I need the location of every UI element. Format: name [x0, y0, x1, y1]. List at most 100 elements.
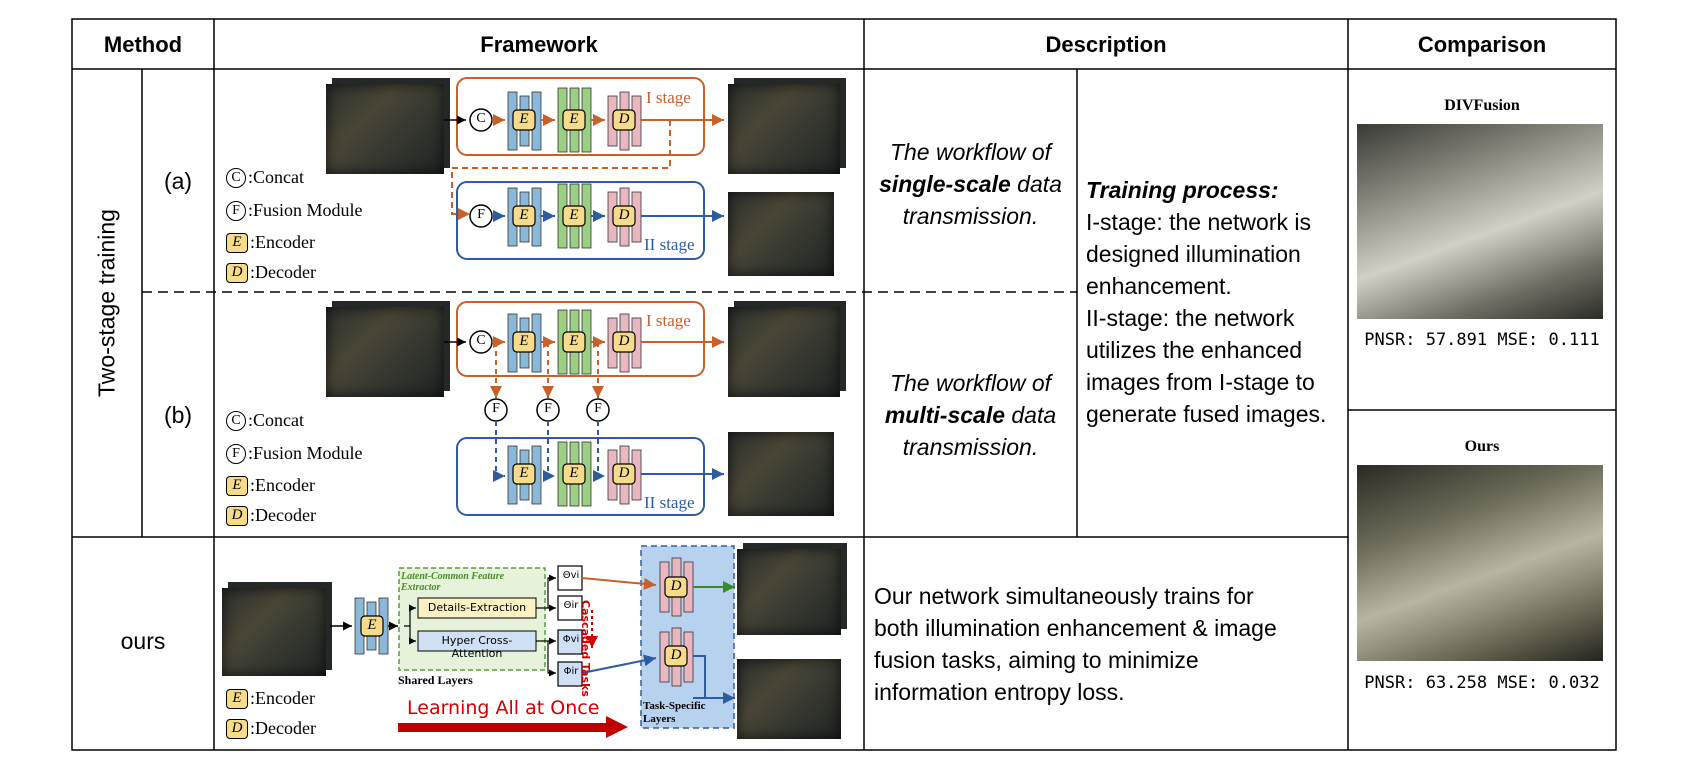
- stage2-box: [456, 437, 705, 516]
- middle-encoder-block: [562, 109, 586, 131]
- description-b-line1: The workflow of: [889, 370, 1052, 396]
- ours-line: both illumination enhancement & image: [874, 615, 1277, 641]
- description-a-line2: single-scale data: [864, 168, 1077, 200]
- header-method: Method: [103, 32, 183, 57]
- ours-line: information entropy loss.: [874, 679, 1125, 705]
- enc-label: E: [569, 111, 579, 127]
- description-a-line1: The workflow of: [889, 139, 1052, 165]
- stage2-box: [456, 181, 705, 260]
- fusion-label: F: [594, 401, 602, 416]
- description-b-line3: transmission.: [902, 434, 1039, 460]
- theta-ir-cube: [557, 595, 583, 621]
- ours-image: [1357, 465, 1603, 661]
- fusion-label: F: [544, 401, 552, 416]
- encoder-icon: E: [226, 232, 248, 253]
- phi-vi-label: Φvi: [562, 634, 580, 645]
- diagram-ours: [330, 545, 735, 738]
- input-image-ours: [222, 588, 326, 676]
- diagram-a: [444, 77, 724, 260]
- legend-decoder-label: :Decoder: [250, 718, 316, 738]
- encoder-icon: E: [226, 688, 248, 709]
- hyper-cross-attention-label: Hyper Cross-Attention: [441, 634, 513, 660]
- legend-fusion-label: :Fusion Module: [248, 443, 363, 463]
- header-description: Description: [1045, 32, 1167, 57]
- input-image-b: [326, 307, 444, 397]
- ours-line: fusion tasks, aiming to minimize: [874, 647, 1199, 673]
- dec-label: D: [618, 207, 630, 223]
- training-process: Training process: I-stage: the network i…: [1086, 174, 1348, 430]
- legend-encoder: E:Encoder: [226, 688, 315, 709]
- ours-title: Ours: [1464, 438, 1500, 455]
- latent-common-feature-extractor: [398, 567, 546, 671]
- decoder-icon: D: [226, 505, 248, 526]
- description-b-line2: multi-scale data: [864, 399, 1077, 431]
- enc-label: E: [519, 111, 529, 127]
- row-label-b: (b): [163, 402, 193, 428]
- row-label-a: (a): [163, 168, 193, 194]
- legend-encoder: E:Encoder: [226, 475, 315, 496]
- details-extraction-label: Details-Extraction: [427, 601, 527, 614]
- ours-description: Our network simultaneously trains for bo…: [874, 580, 1344, 708]
- legend-encoder: E:Encoder: [226, 232, 315, 253]
- dec-label: D: [670, 647, 682, 663]
- phi-vi-cube: [557, 629, 583, 655]
- encoder-block: [512, 109, 536, 131]
- legend-decoder-label: :Decoder: [250, 505, 316, 525]
- theta-ir-label: Θir: [563, 600, 579, 611]
- phi-ir-cube: [557, 661, 583, 687]
- training-line: I-stage: the network is: [1086, 209, 1311, 235]
- training-line: enhancement.: [1086, 273, 1232, 299]
- training-line: II-stage: the network: [1086, 305, 1295, 331]
- description-b-bold: multi-scale: [884, 402, 1005, 428]
- fused-output-image-ours: [737, 659, 841, 739]
- concat-icon: C: [226, 167, 246, 188]
- legend-fusion: F:Fusion Module: [226, 443, 363, 464]
- theta-vi-label: Θvi: [562, 570, 580, 581]
- ours-line: Our network simultaneously trains for: [874, 583, 1254, 609]
- enc-label: E: [519, 207, 529, 223]
- stage1-label: I stage: [646, 311, 691, 330]
- learning-all-at-once-label: Learning All at Once: [407, 697, 600, 719]
- encoder-block: [360, 615, 384, 637]
- legend-concat-label: :Concat: [248, 167, 304, 187]
- fusion-icon: F: [226, 443, 246, 464]
- legend-concat: C:Concat: [226, 167, 304, 188]
- concat-icon: C: [226, 410, 246, 431]
- shared-layers-label: Shared Layers: [398, 673, 473, 687]
- description-a-word: data: [1017, 171, 1062, 197]
- stage1-output-image-a: [728, 84, 840, 174]
- description-a: The workflow of single-scale data transm…: [864, 136, 1077, 232]
- training-line: images from I-stage to: [1086, 369, 1315, 395]
- stage1-output-image-b: [728, 307, 840, 397]
- legend-decoder-label: :Decoder: [250, 262, 316, 282]
- description-a-bold: single-scale: [879, 171, 1011, 197]
- dec-label: D: [618, 333, 630, 349]
- legend-concat-label: :Concat: [248, 410, 304, 430]
- decoder-icon: D: [226, 718, 248, 739]
- stage2-label: II stage: [644, 493, 695, 512]
- input-image-a: [326, 84, 444, 174]
- legend-fusion-label: :Fusion Module: [248, 200, 363, 220]
- header-comparison: Comparison: [1417, 32, 1547, 57]
- dec-label: D: [670, 578, 682, 594]
- enc-label: E: [569, 465, 579, 481]
- decoder-icon: D: [226, 262, 248, 283]
- ours-metrics: PNSR: 63.258 MSE: 0.032: [1364, 673, 1600, 693]
- fused-output-image-b: [728, 432, 834, 516]
- stage1-label: I stage: [646, 88, 691, 107]
- diagram-b: [444, 301, 724, 516]
- enc-label: E: [519, 465, 529, 481]
- dec-label: D: [618, 465, 630, 481]
- enc-label: E: [519, 333, 529, 349]
- decoder-block: [664, 576, 688, 598]
- enc-label: E: [367, 617, 377, 633]
- training-process-title: Training process:: [1086, 177, 1279, 203]
- training-line: generate fused images.: [1086, 401, 1327, 427]
- decoder-block: [612, 109, 636, 131]
- fusion-label: F: [492, 401, 500, 416]
- legend-encoder-label: :Encoder: [250, 232, 315, 252]
- legend-decoder: D:Decoder: [226, 718, 316, 739]
- row-label-ours: ours: [120, 628, 166, 654]
